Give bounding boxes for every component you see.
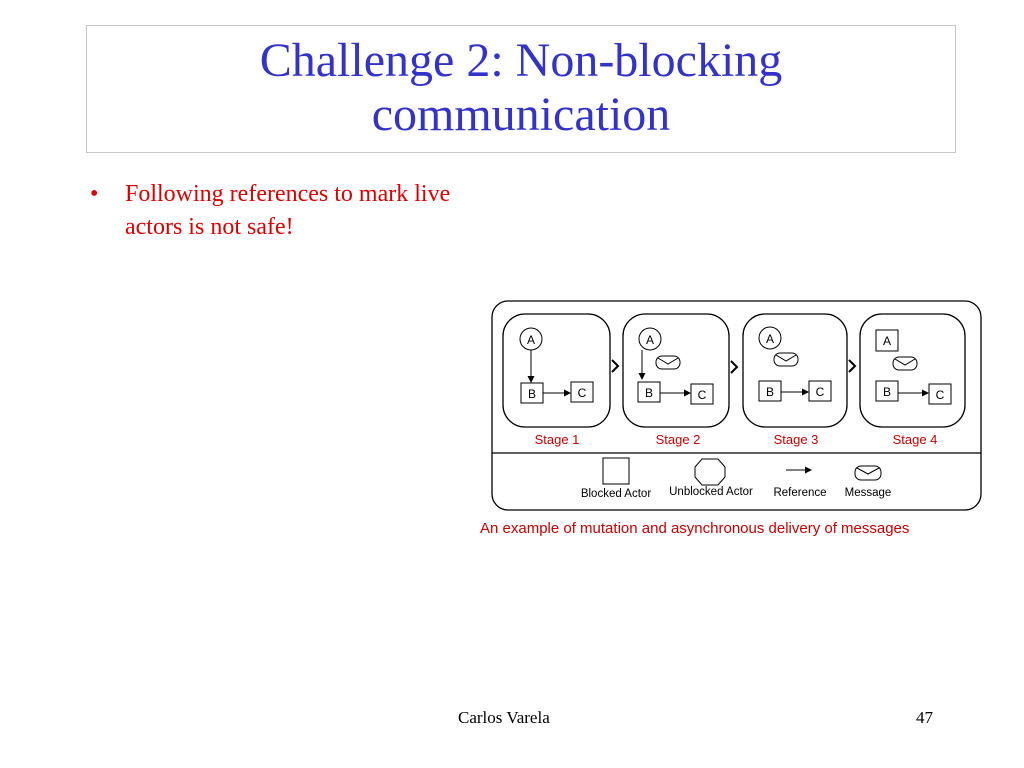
stage-3-message-icon (773, 352, 799, 367)
stage-4-actor-a: A (883, 334, 891, 348)
stage-3-actor-c: C (816, 385, 825, 399)
legend-unblocked-actor: Unblocked Actor (669, 486, 753, 498)
diagram-caption: An example of mutation and asynchronous … (480, 520, 910, 537)
stage-3-actor-a-node (758, 326, 782, 350)
bullet-text: Following references to mark live actors… (125, 181, 451, 240)
title-line-1: Challenge 2: Non-blocking (259, 34, 783, 87)
diagram-frame (491, 300, 982, 511)
stage-2-label: Stage 2 (656, 432, 701, 447)
stage-1-label: Stage 1 (535, 432, 580, 447)
stage-3-actor-b: B (766, 385, 774, 399)
stage-3: A B C Stage 3 (742, 313, 848, 447)
legend-unblocked-actor-symbol (694, 458, 726, 486)
stage-1-actor-a: A (527, 333, 535, 347)
slide-title: Challenge 2: Non-blocking communication (87, 26, 955, 142)
stage-3-actor-c-node (808, 380, 832, 402)
title-box: Challenge 2: Non-blocking communication (86, 25, 956, 153)
stage-4-label: Stage 4 (893, 432, 938, 447)
legend-blocked-actor-symbol (602, 457, 630, 485)
stage-2: A B C Stage 2 (622, 313, 730, 447)
title-line-2: communication (371, 88, 671, 141)
stage-3-frame (742, 313, 848, 428)
legend-message: Message (845, 487, 892, 499)
stage-4-frame (859, 313, 966, 428)
stage-3-actor-b-node (758, 380, 782, 402)
stage-1-frame (502, 313, 611, 428)
stage-2-actor-b-node (637, 381, 661, 403)
stage-2-actor-c: C (698, 388, 707, 402)
stage-4-actor-c-node (928, 383, 952, 405)
stage-4: A B C Stage 4 (859, 313, 966, 447)
stage-1-actor-b: B (528, 387, 536, 401)
stage-2-actor-a-node (638, 327, 662, 351)
stage-4-actor-b-node (875, 380, 899, 402)
stage-4-actor-c: C (936, 388, 945, 402)
bullet-dot: • (90, 181, 99, 207)
stage-1-actor-c-node (570, 381, 594, 403)
stage-1: A B C Stage 1 (502, 313, 611, 447)
stage-2-message-icon (655, 355, 681, 370)
stage-3-label: Stage 3 (774, 432, 819, 447)
footer-author: Carlos Varela (458, 708, 550, 727)
stage-2-frame (622, 313, 730, 428)
stage-4-actor-a-node (875, 329, 899, 352)
stage-3-actor-a: A (766, 332, 774, 346)
legend-blocked-actor: Blocked Actor (581, 488, 651, 500)
stage-4-actor-b: B (883, 385, 891, 399)
stage-2-actor-c-node (690, 383, 714, 405)
slide-number: 47 (916, 708, 933, 727)
stage-4-message-icon (892, 356, 918, 371)
actor-gc-diagram: A B C Stage 1 A B C Stage 2 A (491, 300, 982, 511)
stage-arrow-2-3 (730, 360, 739, 374)
stage-arrow-1-2 (611, 359, 620, 373)
stage-arrow-3-4 (848, 359, 857, 373)
legend-reference: Reference (773, 487, 826, 499)
legend: Blocked Actor Unblocked Actor Reference … (581, 457, 892, 500)
stage-1-actor-c: C (578, 386, 587, 400)
legend-message-icon (854, 465, 882, 481)
stage-2-actor-a: A (646, 333, 654, 347)
stage-2-actor-b: B (645, 386, 653, 400)
